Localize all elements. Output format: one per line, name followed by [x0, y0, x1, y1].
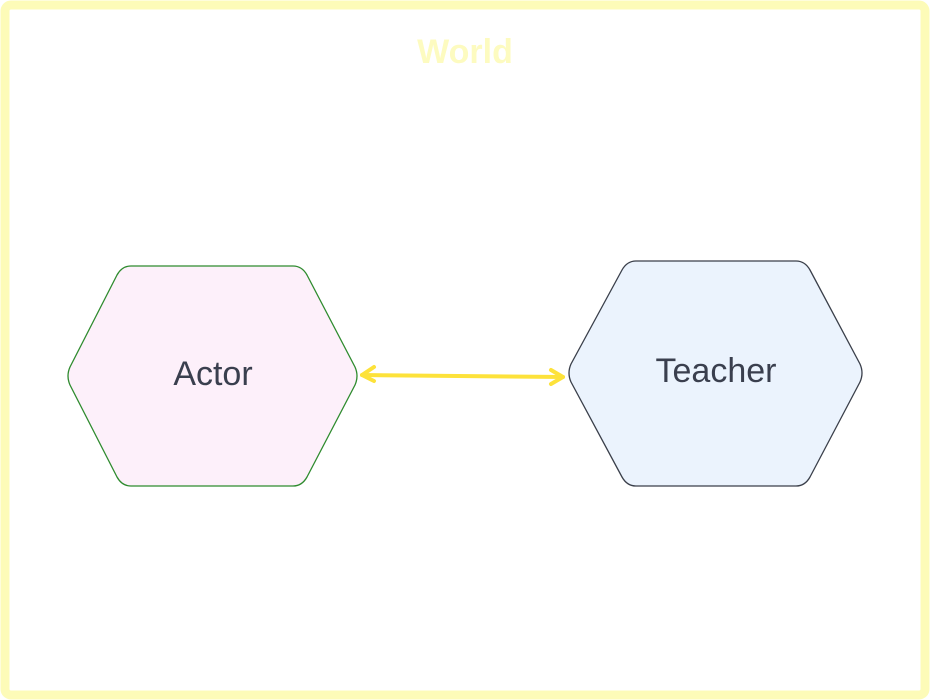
actor-node[interactable]: Actor [67, 265, 358, 487]
arrowhead-right-icon [549, 368, 565, 386]
teacher-hexagon [568, 260, 863, 487]
actor-hexagon [67, 265, 358, 487]
arrowhead-left-icon [360, 365, 376, 383]
teacher-node[interactable]: Teacher [568, 260, 863, 487]
world-frame-title: World [417, 33, 513, 71]
teacher-label: Teacher [656, 352, 777, 390]
connector-line [360, 373, 565, 379]
actor-label: Actor [173, 355, 252, 393]
actor-teacher-connector[interactable] [360, 365, 565, 386]
